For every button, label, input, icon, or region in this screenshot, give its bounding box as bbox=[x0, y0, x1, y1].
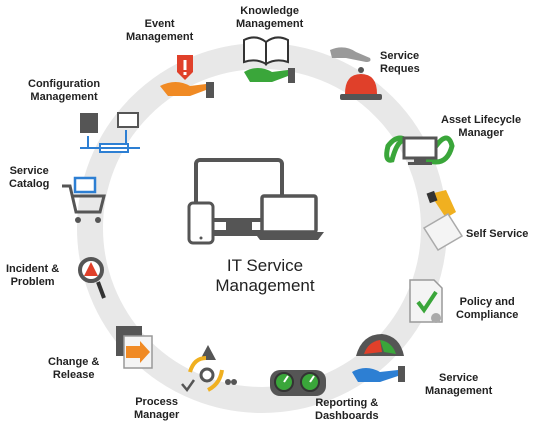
center-title-line1: IT Service bbox=[226, 256, 304, 275]
center-title-line2: Management bbox=[215, 276, 315, 295]
label-self-service: Self Service bbox=[466, 228, 529, 240]
label-asset-lifecycle-manager: Asset Lifecycle Manager bbox=[441, 114, 522, 139]
dashboard-gauges-icon bbox=[270, 370, 326, 396]
shopping-cart-icon bbox=[62, 176, 106, 223]
label-knowledge-management: Knowledge Management bbox=[236, 5, 304, 30]
label-service-request: Service Reques bbox=[380, 50, 420, 75]
label-service-catalog: Service Catalog bbox=[9, 165, 50, 190]
hand-card-icon bbox=[422, 190, 464, 252]
label-change-release: Change & Release bbox=[48, 356, 100, 381]
warning-hand-icon bbox=[160, 55, 214, 98]
label-process-manager: Process Manager bbox=[134, 396, 180, 421]
certificate-check-icon bbox=[409, 279, 443, 323]
label-reporting-dashboards: Reporting & Dashboards bbox=[315, 397, 379, 422]
center-title: IT Service Management bbox=[185, 256, 345, 296]
computer-devices-icon bbox=[187, 158, 324, 245]
recycle-monitor-icon bbox=[384, 135, 455, 165]
network-computers-icon bbox=[80, 112, 140, 153]
label-service-management: Service Management bbox=[425, 372, 493, 397]
gauge-hand-icon bbox=[352, 334, 405, 382]
service-bell-icon bbox=[330, 47, 382, 100]
magnifier-warning-icon bbox=[78, 257, 106, 299]
label-policy-compliance: Policy and Compliance bbox=[456, 296, 519, 321]
document-arrow-icon bbox=[116, 326, 153, 369]
label-incident-problem: Incident & Problem bbox=[6, 263, 60, 288]
process-cycle-icon bbox=[181, 345, 237, 393]
label-event-management: Event Management bbox=[126, 18, 194, 43]
open-book-hand-icon bbox=[243, 36, 295, 83]
label-configuration-management: Configuration Management bbox=[28, 78, 101, 103]
